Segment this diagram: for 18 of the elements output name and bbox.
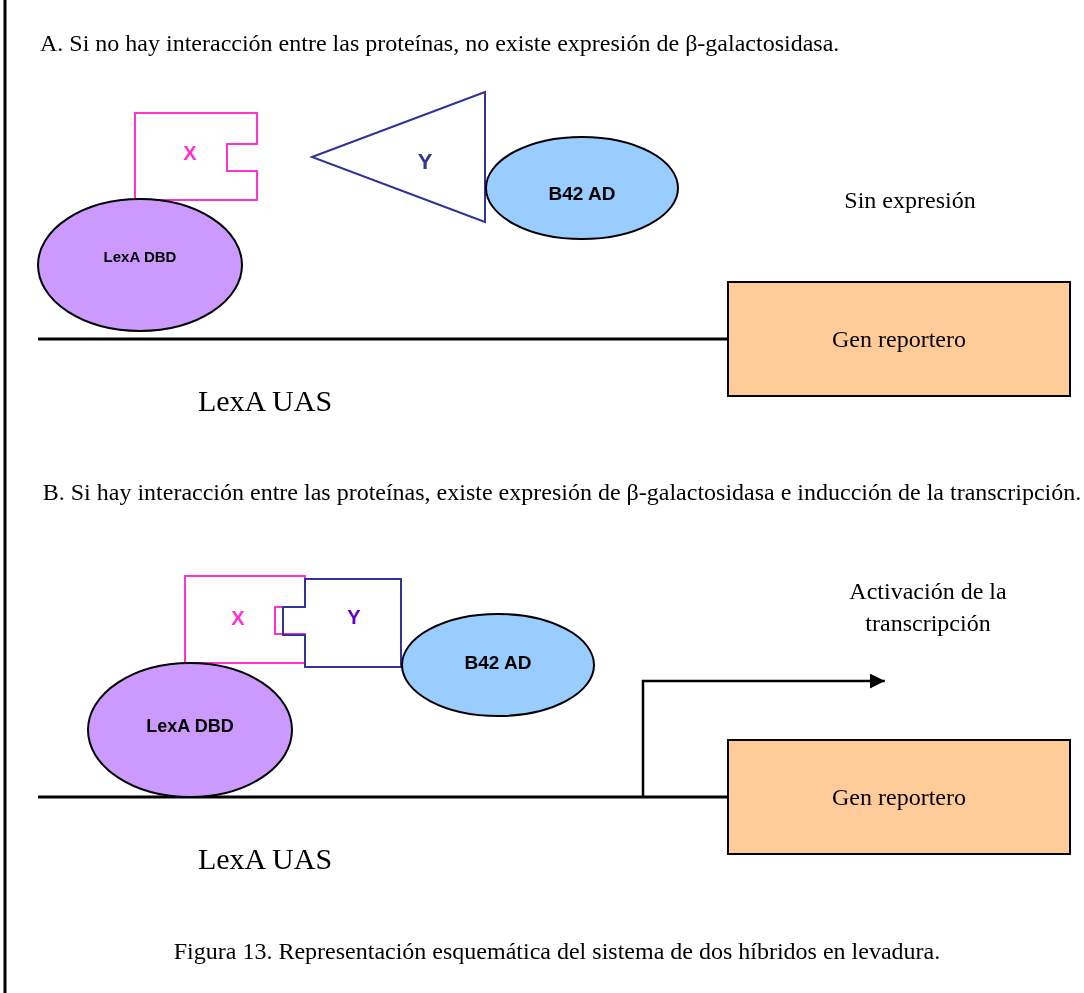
shape-label: Y bbox=[347, 605, 361, 629]
shape-label: X bbox=[183, 141, 197, 165]
section-heading: B. Si hay interacción entre las proteínas, existe expresión de β-galactosidasa e inducción de la transcripción. bbox=[41, 478, 1083, 507]
region-label: LexA UAS bbox=[196, 841, 334, 877]
shape-label: B42 AD bbox=[548, 183, 616, 205]
shape-label: X bbox=[231, 606, 245, 630]
shape-label: LexA DBD bbox=[103, 247, 177, 265]
shape-label: Gen reportero bbox=[832, 325, 966, 353]
shape-label: LexA DBD bbox=[146, 715, 234, 737]
caption: Figura 13. Representación esquemática del sistema de dos híbridos en levadura. bbox=[172, 938, 942, 965]
arrow bbox=[641, 673, 885, 797]
shape-label: Y bbox=[417, 149, 433, 175]
annotation-text: Activación de la transcripción bbox=[838, 575, 1018, 675]
annotation-text: Sin expresión bbox=[843, 186, 977, 215]
section-heading: A. Si no hay interacción entre las proteínas, no existe expresión de β-galactosidasa. bbox=[40, 29, 841, 58]
region-label: LexA UAS bbox=[196, 383, 334, 419]
shape-label: Gen reportero bbox=[832, 783, 966, 811]
shape-label: B42 AD bbox=[464, 652, 532, 674]
